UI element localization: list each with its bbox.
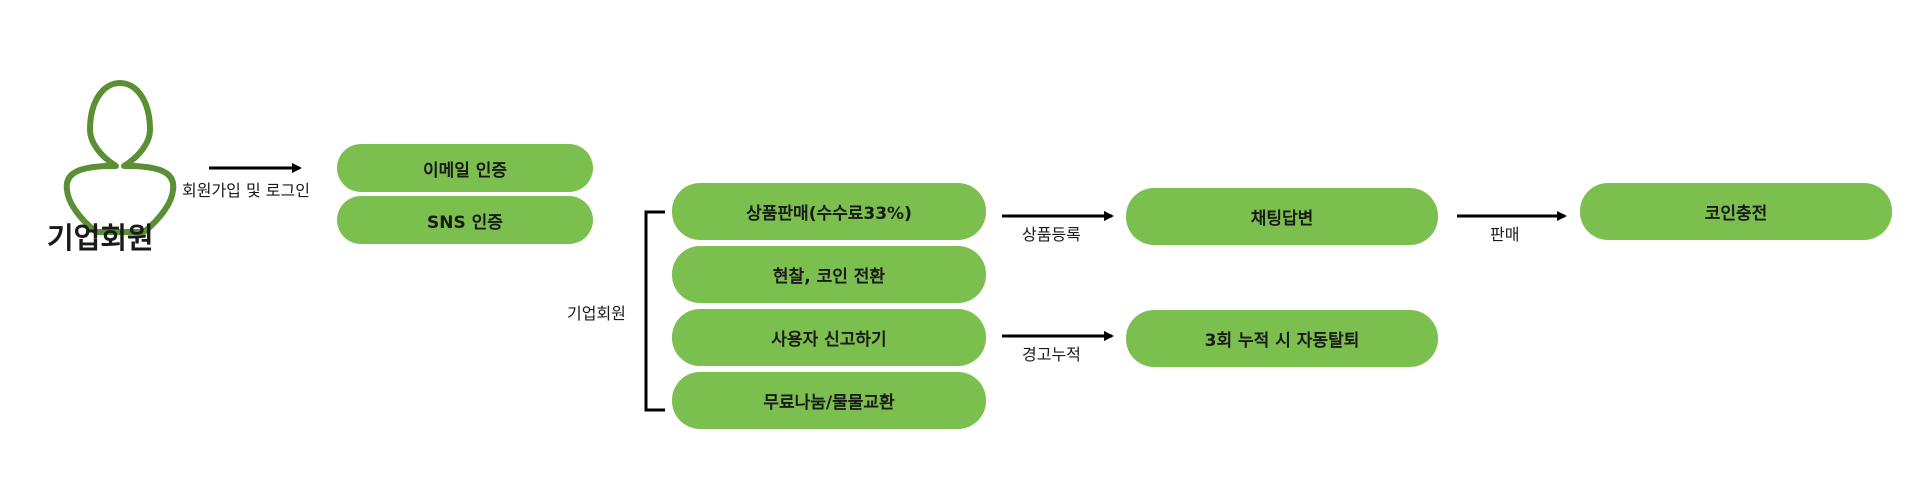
free-sharing-barter-node: 무료나눔/물물교환: [672, 372, 986, 429]
features-bracket-label: 기업회원: [567, 304, 626, 323]
warning-accumulation-label: 경고누적: [1022, 345, 1081, 364]
auto-withdrawal-node: 3회 누적 시 자동탈퇴: [1126, 310, 1438, 367]
sns-auth-node: SNS 인증: [337, 196, 593, 244]
person-icon: [63, 80, 177, 235]
cash-coin-exchange-node: 현찰, 코인 전환: [672, 246, 986, 303]
features-bracket: [644, 210, 665, 412]
product-sale-node: 상품판매(수수료33%): [672, 183, 986, 240]
chat-reply-node: 채팅답변: [1126, 188, 1438, 245]
register-product-label: 상품등록: [1022, 225, 1081, 244]
actor-label: 기업회원: [47, 221, 154, 255]
user-report-node: 사용자 신고하기: [672, 309, 986, 366]
coin-charge-node: 코인충전: [1580, 183, 1892, 240]
email-auth-node: 이메일 인증: [337, 144, 593, 192]
sale-label: 판매: [1490, 225, 1520, 244]
signup-arrow-label: 회원가입 및 로그인: [182, 181, 310, 200]
